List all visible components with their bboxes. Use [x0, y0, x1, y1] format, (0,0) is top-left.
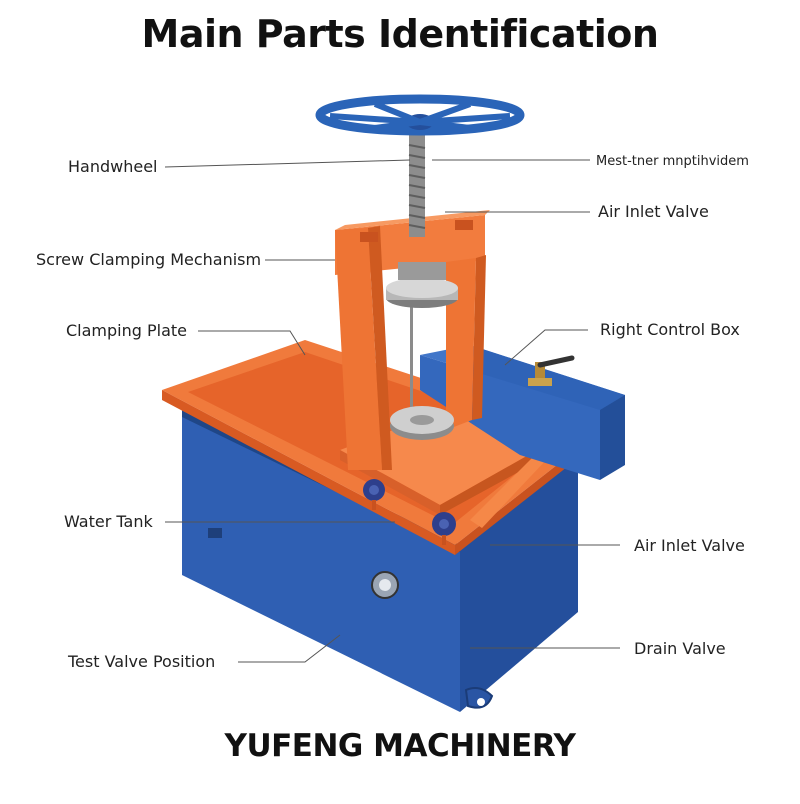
leader-handwheel: [164, 159, 411, 168]
label-test-valve-position: Test Valve Position: [68, 652, 216, 671]
label-handwheel: Handwheel: [68, 157, 158, 176]
label-water-tank: Water Tank: [64, 512, 153, 531]
leader-test-valve: [238, 634, 341, 663]
label-top-right-garbled: Mest-tner mnptihvidem: [596, 154, 749, 169]
leader-lines: [164, 159, 620, 663]
leader-control-box: [504, 329, 588, 366]
label-air-inlet-valve-bottom: Air Inlet Valve: [634, 536, 745, 555]
label-drain-valve: Drain Valve: [634, 639, 726, 658]
label-air-inlet-valve-top: Air Inlet Valve: [598, 202, 709, 221]
label-right-control-box: Right Control Box: [600, 320, 740, 339]
brand-footer: YUFENG MACHINERY: [224, 728, 576, 764]
label-screw-clamping-mechanism: Screw Clamping Mechanism: [36, 250, 262, 269]
leader-clamping-plate: [198, 330, 306, 356]
screw-shaft: [386, 132, 458, 440]
handwheel: [315, 94, 525, 136]
label-clamping-plate: Clamping Plate: [66, 321, 188, 340]
clamp-knobs: [363, 479, 456, 545]
page-title: Main Parts Identification: [141, 12, 659, 56]
